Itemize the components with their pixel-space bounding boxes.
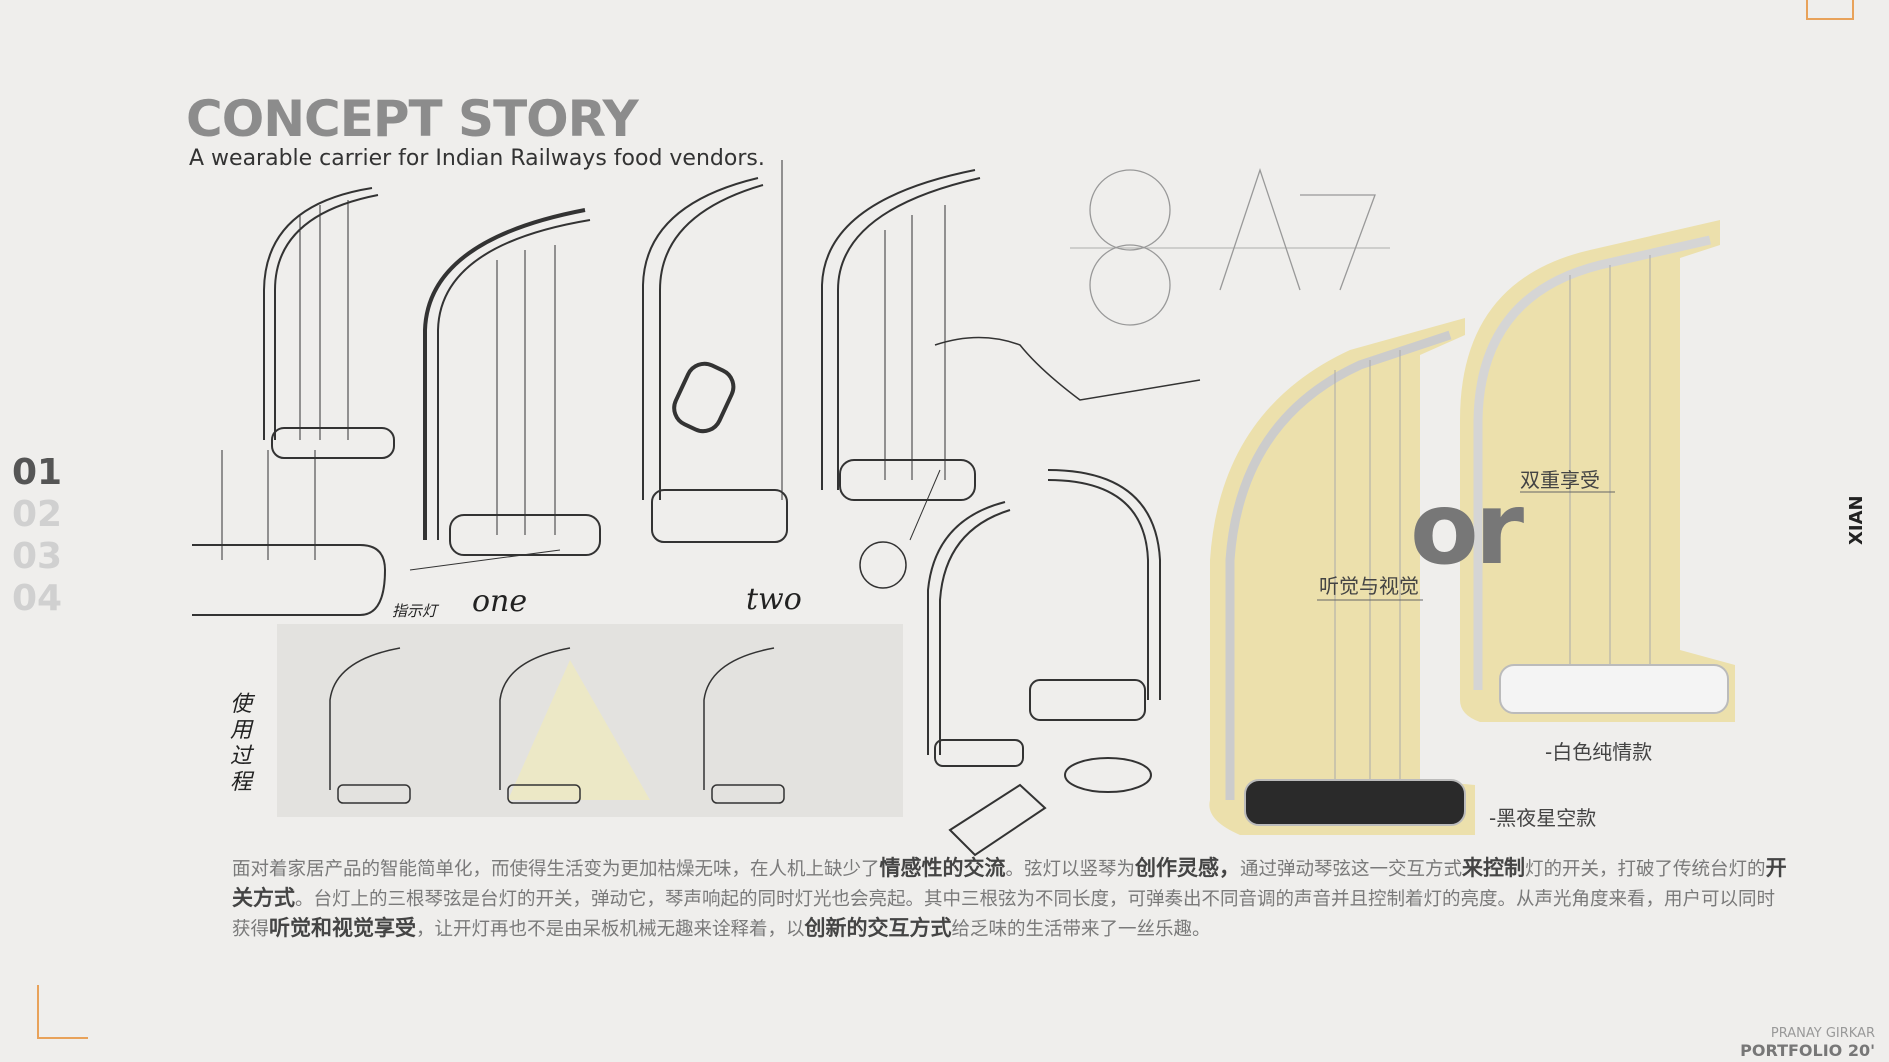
page-nav-04[interactable]: 04	[12, 578, 63, 619]
footer-credit: PRANAY GIRKAR PORTFOLIO 20'	[1740, 1026, 1875, 1060]
emphasis-text: 创作灵感，	[1135, 856, 1241, 880]
description-paragraph: 面对着家居产品的智能简单化，而使得生活变为更加枯燥无味，在人机上缺少了情感性的交…	[232, 854, 1792, 944]
emphasis-text: 情感性的交流	[879, 856, 1006, 880]
sketch-lamp-1	[192, 187, 395, 616]
body-text: ，让开灯再也不是由呆板机械无趣来诠释着，以	[416, 919, 805, 940]
page-title: CONCEPT STORY	[186, 90, 639, 148]
corner-accent-bottom-left	[37, 985, 88, 1039]
page-nav-03[interactable]: 03	[12, 536, 63, 577]
body-text: 给乏味的生活带来了一丝乐趣。	[951, 919, 1211, 940]
label-dual-enjoyment: 双重享受	[1520, 468, 1600, 492]
label-underlines	[1317, 491, 1615, 601]
side-label: XIAN	[1846, 495, 1867, 545]
page-subtitle: A wearable carrier for Indian Railways f…	[189, 146, 765, 171]
body-text: 通过弹动琴弦这一交互方式	[1240, 859, 1463, 880]
lamp-render-white	[1460, 220, 1735, 722]
emphasis-text: 来控制	[1462, 856, 1526, 880]
corner-accent-top-right	[1806, 0, 1854, 20]
body-text: 面对着家居产品的智能简单化，而使得生活变为更加枯燥无味，在人机上缺少了	[232, 859, 880, 880]
author-name: PRANAY GIRKAR	[1770, 1026, 1875, 1041]
sketch-label-indicator: 指示灯	[392, 602, 438, 620]
sketch-lamp-5	[927, 469, 1161, 857]
label-audio-visual: 听觉与视觉	[1319, 574, 1419, 598]
sketch-label-usage: 使用过程	[230, 692, 253, 795]
sketch-lamp-2	[409, 208, 601, 571]
label-white-model: -白色纯情款	[1545, 740, 1653, 764]
portfolio-label: PORTFOLIO 20'	[1740, 1041, 1875, 1060]
page-nav-02[interactable]: 02	[12, 494, 63, 535]
emphasis-text: 创新的交互方式	[804, 916, 952, 940]
or-text: or	[1410, 470, 1524, 587]
emphasis-text: 开关方式	[232, 856, 1787, 910]
sketch-lamp-3	[642, 160, 788, 543]
logo-sketch	[1070, 167, 1390, 326]
sketch-label-two: two	[746, 582, 802, 617]
body-text: 。台灯上的三根琴弦是台灯的开关，弹动它，琴声响起的同时灯光也会亮起。其中三根弦为…	[232, 889, 1776, 940]
sketch-lamp-4	[821, 169, 1201, 589]
page-nav-01[interactable]: 01	[12, 452, 63, 493]
body-text: 。弦灯以竖琴为	[1005, 859, 1136, 880]
label-black-model: -黑夜星空款	[1489, 806, 1597, 830]
emphasis-text: 听觉和视觉享受	[269, 916, 417, 940]
usage-sketches	[329, 647, 785, 804]
sketch-label-one: one	[472, 584, 528, 619]
body-text: 灯的开关，打破了传统台灯的	[1525, 859, 1766, 880]
lamp-render-black	[1209, 318, 1475, 835]
